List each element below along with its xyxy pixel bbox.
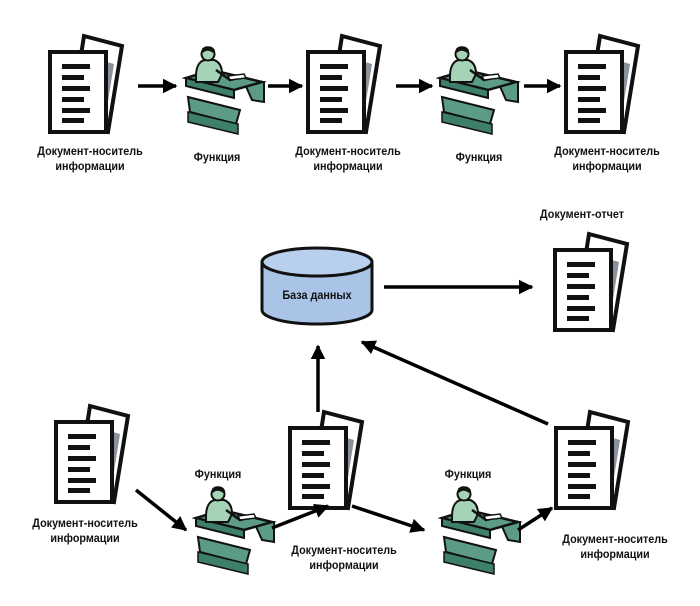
document-icon: [306, 34, 382, 134]
database-label: База данных: [282, 288, 352, 302]
arrow: [271, 503, 330, 530]
report-document-icon: [553, 232, 629, 332]
database-icon: [260, 246, 374, 326]
arrow: [134, 488, 188, 532]
arrow: [517, 506, 554, 532]
function-label: Функция: [455, 150, 503, 164]
document-icon: [554, 410, 630, 510]
middle-arrows: [310, 279, 549, 426]
document-icon: [48, 34, 124, 134]
function-icon: [440, 484, 522, 576]
bottom-row-arrows: [134, 488, 554, 533]
function-label: Функция: [194, 467, 242, 481]
function-icon: [184, 44, 266, 136]
document-icon: [54, 404, 130, 504]
function-label: Функция: [444, 467, 492, 481]
arrow: [360, 340, 549, 426]
document-icon: [564, 34, 640, 134]
function-icon: [438, 44, 520, 136]
report-label: Документ-отчет: [539, 207, 625, 221]
function-label: Функция: [193, 150, 241, 164]
document-icon: [288, 410, 364, 510]
arrow: [351, 504, 426, 533]
function-icon: [194, 484, 276, 576]
